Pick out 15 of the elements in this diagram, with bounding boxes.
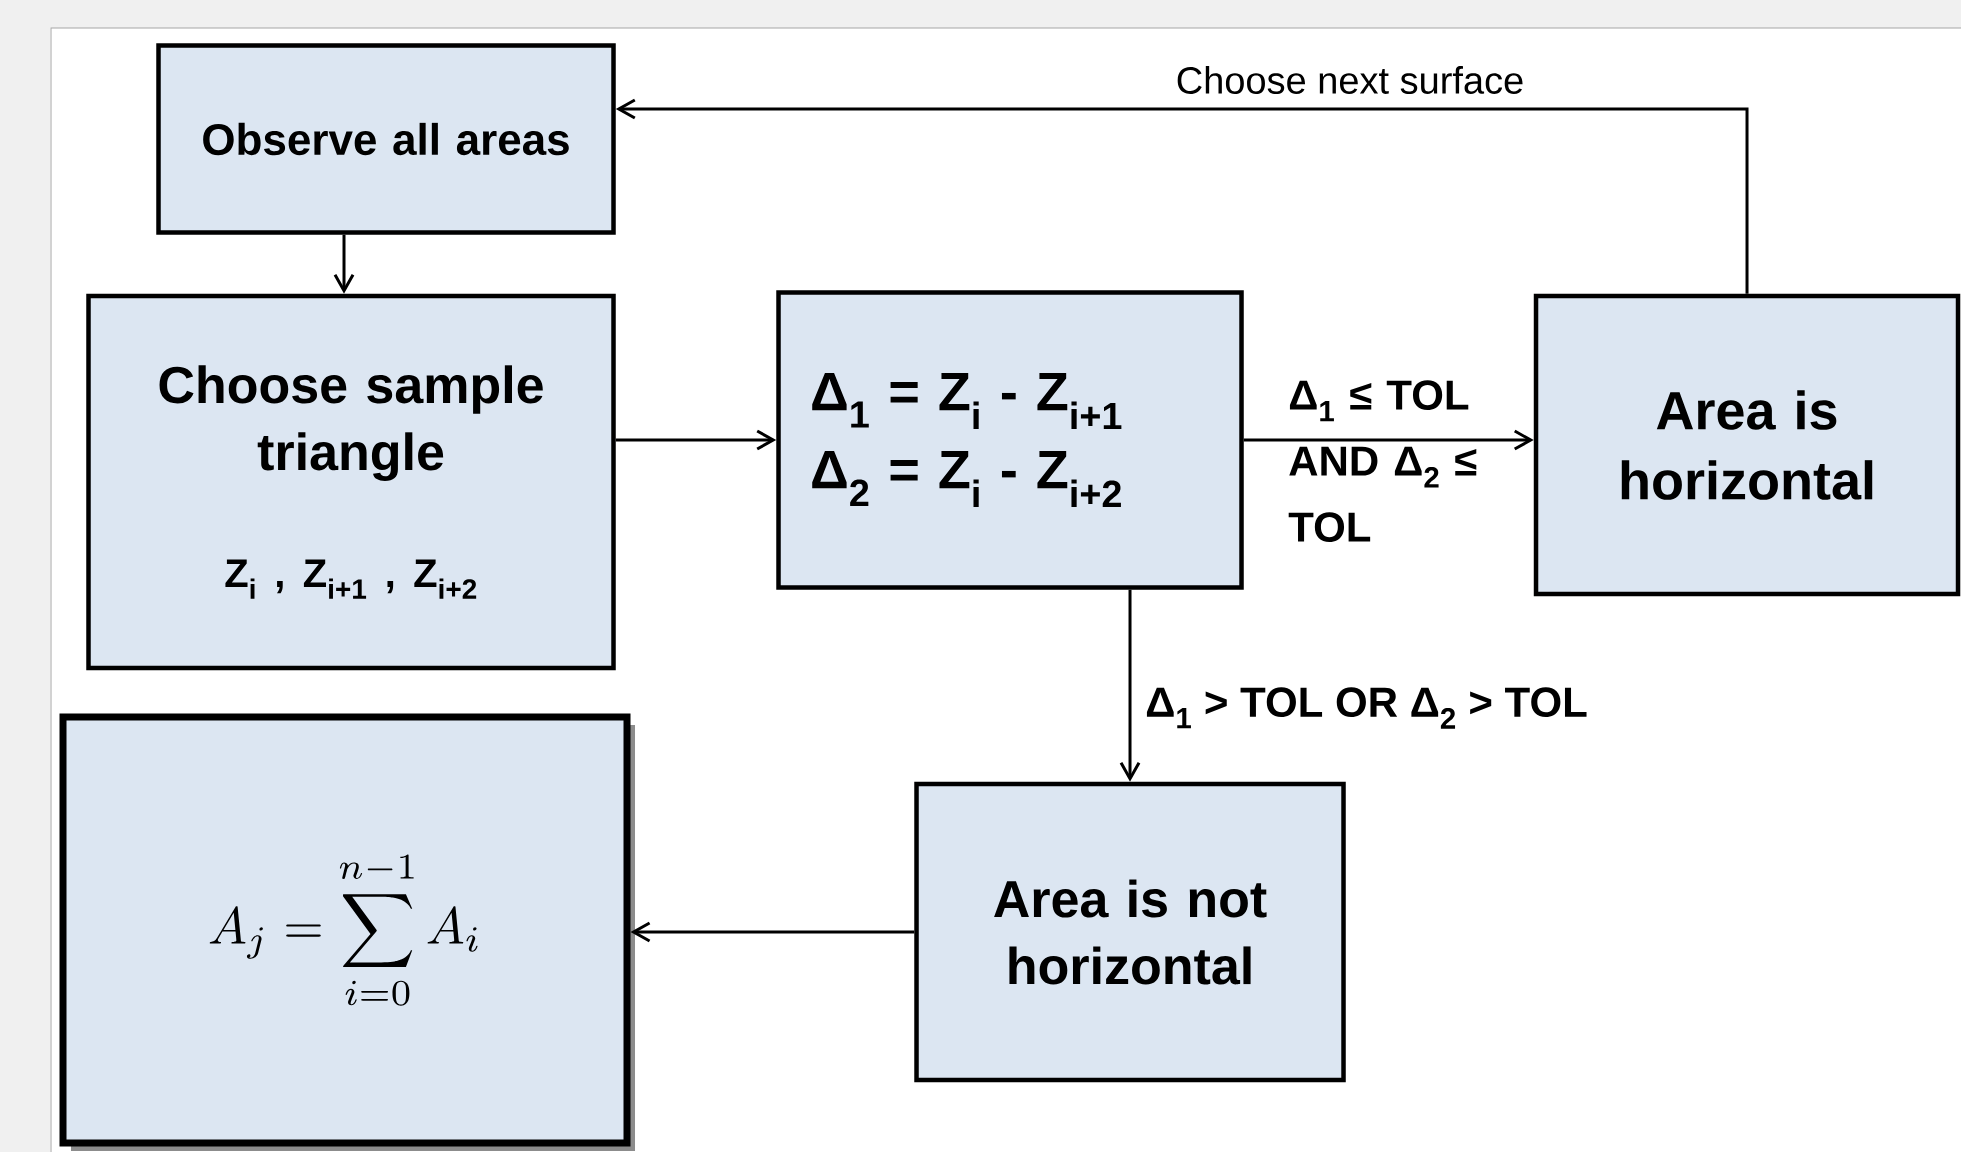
process-box: $A_j = \sum_{i=0}^{n-1} A_i$	[59, 713, 635, 1151]
edge-label: Δ$_{1}$ > TOL OR Δ$_{2}$ > TOL	[1143, 685, 1590, 731]
arrow	[615, 98, 1749, 294]
process-box: Area is horizontal	[1533, 293, 1961, 597]
edge-label: Choose next surface	[1177, 66, 1523, 94]
arrow	[630, 921, 915, 943]
edge-label: Δ$_{1}$ ≤ TOL AND Δ$_{2}$ ≤ TOL	[1288, 380, 1477, 542]
process-box: Δ$_{1}$ = Z$_{i}$ - Z$_{i+1}$ Δ$_{2}$ = Z$_{i}$ - Z$_{i+2}$	[776, 290, 1244, 590]
arrow	[615, 429, 777, 451]
arrow	[333, 234, 355, 294]
process-box: Area is not horizontal	[914, 781, 1346, 1083]
arrow	[1243, 429, 1534, 451]
arrow	[1119, 589, 1141, 782]
process-box: Choose sample triangle Z$_{i}$ , Z$_{i+1}$ , Z$_{i+2}$	[86, 293, 616, 671]
process-box: Observe all areas	[156, 43, 616, 235]
